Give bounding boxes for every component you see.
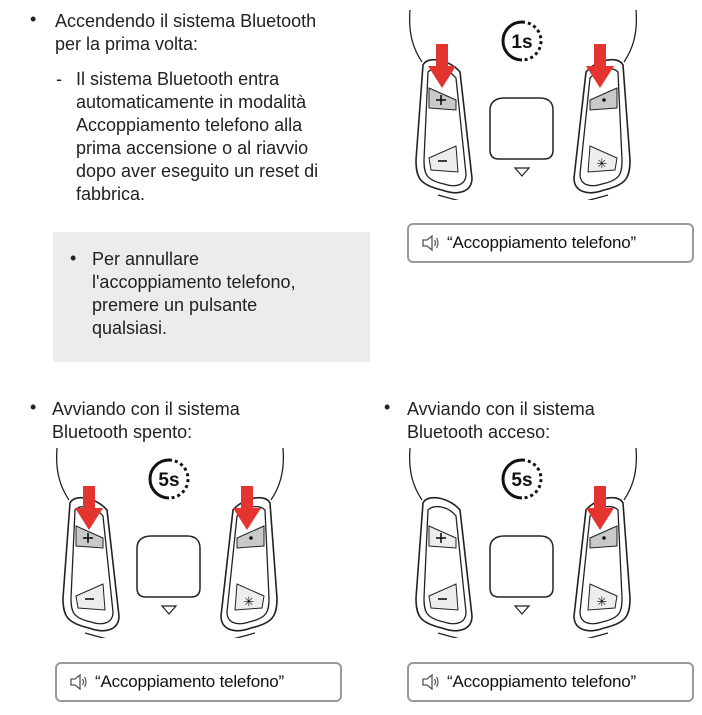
timer-label: 1s (511, 32, 532, 53)
timer-label: 5s (158, 470, 179, 491)
text-line: Bluetooth spento: (52, 422, 193, 442)
voice-prompt-box: “Accoppiamento telefono” (407, 223, 694, 263)
press-arrow-icon (428, 44, 456, 88)
text-line: prima accensione o al riavvio (76, 138, 309, 158)
voice-prompt-box: “Accoppiamento telefono” (407, 662, 694, 702)
device-figure-1: ✳ 1s (398, 10, 648, 200)
left-control-pad (415, 58, 473, 194)
device-figure-2: ✳ 5s (45, 448, 295, 638)
center-screen (136, 535, 201, 598)
voice-prompt-text: “Accoppiamento telefono” (95, 672, 284, 691)
bullet-dot: • (30, 9, 37, 29)
text-line: Bluetooth acceso: (407, 422, 551, 442)
timer-icon: 5s (148, 458, 190, 500)
center-screen (489, 535, 554, 598)
press-arrow-icon (586, 486, 614, 530)
voice-prompt-text: “Accoppiamento telefono” (447, 672, 636, 691)
bullet-dot: • (384, 397, 391, 417)
cancel-note-text: Per annullare l'accoppiamento telefono, … (92, 248, 296, 340)
left-control-pad (415, 496, 473, 632)
bullet-dot: • (30, 397, 37, 417)
text-line: Accoppiamento telefono alla (76, 115, 303, 135)
cancel-note-box (53, 232, 370, 362)
speaker-icon (70, 673, 87, 691)
instruction-first-time-detail: Il sistema Bluetooth entra automaticamen… (76, 68, 318, 206)
text-line: per la prima volta: (55, 34, 199, 54)
instruction-bt-on: Avviando con il sistema Bluetooth acceso… (407, 398, 595, 444)
text-line: fabbrica. (76, 184, 146, 204)
speaker-icon (422, 673, 439, 691)
voice-prompt-text: “Accoppiamento telefono” (447, 233, 636, 252)
timer-label: 5s (511, 470, 532, 491)
text-line: Per annullare (92, 249, 200, 269)
svg-text:✳: ✳ (597, 595, 608, 610)
text-line: dopo aver eseguito un reset di (76, 161, 319, 181)
timer-icon: 1s (501, 20, 543, 62)
device-figure-3: ✳ 5s (398, 448, 648, 638)
text-line: qualsiasi. (92, 318, 168, 338)
instruction-first-time: Accendendo il sistema Bluetooth per la p… (55, 10, 316, 56)
text-line: l'accoppiamento telefono, (92, 272, 296, 292)
center-screen (489, 97, 554, 160)
timer-icon: 5s (501, 458, 543, 500)
press-arrow-icon (586, 44, 614, 88)
text-line: Avviando con il sistema (52, 399, 240, 419)
text-line: automaticamente in modalità (76, 92, 307, 112)
svg-text:✳: ✳ (597, 157, 608, 172)
text-line: Il sistema Bluetooth entra (76, 69, 280, 89)
dash-marker: - (56, 69, 62, 89)
right-control-pad: ✳ (573, 58, 631, 194)
text-line: Accendendo il sistema Bluetooth (55, 11, 317, 31)
voice-prompt-box: “Accoppiamento telefono” (55, 662, 342, 702)
press-arrow-icon (233, 486, 261, 530)
text-line: Avviando con il sistema (407, 399, 595, 419)
bullet-dot: • (70, 248, 77, 268)
press-arrow-icon (75, 486, 103, 530)
instruction-bt-off: Avviando con il sistema Bluetooth spento… (52, 398, 240, 444)
speaker-icon (422, 234, 439, 252)
left-control-pad (62, 496, 120, 632)
right-control-pad: ✳ (573, 496, 631, 632)
svg-text:✳: ✳ (244, 595, 255, 610)
text-line: premere un pulsante (92, 295, 258, 315)
